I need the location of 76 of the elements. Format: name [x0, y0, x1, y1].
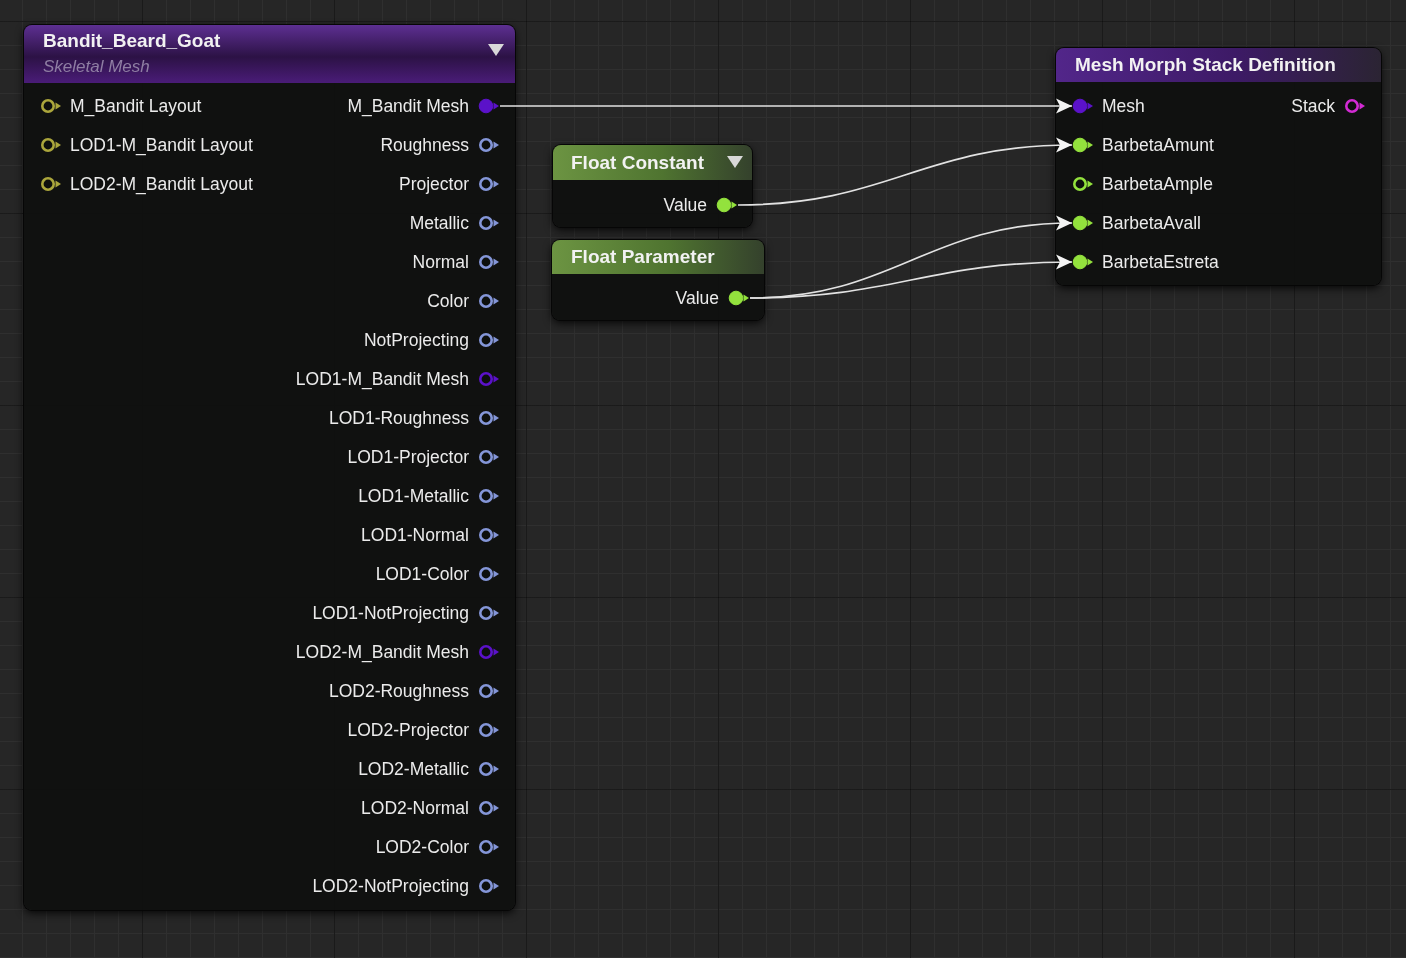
pin-label: NotProjecting — [363, 330, 469, 350]
pin-icon — [478, 332, 500, 348]
pin-label: LOD1-NotProjecting — [312, 603, 469, 623]
pin-label: LOD2-M_Bandit Layout — [70, 174, 253, 194]
pin-label: Value — [663, 195, 707, 215]
pin-icon — [1072, 137, 1094, 153]
pin-label: LOD1-Color — [375, 564, 469, 584]
pin-label: BarbetaAmple — [1102, 174, 1213, 194]
pin-label: LOD2-Metallic — [358, 759, 469, 779]
pin-label: Normal — [412, 252, 469, 272]
pin-icon — [478, 488, 500, 504]
pin-icon — [478, 800, 500, 816]
pin-label: LOD2-Roughness — [328, 681, 469, 701]
node-title: Float Parameter — [571, 246, 715, 268]
pin-icon — [40, 137, 62, 153]
pin-icon — [478, 176, 500, 192]
pin-icon — [478, 839, 500, 855]
pin-icon — [478, 683, 500, 699]
pin-icon — [478, 215, 500, 231]
pin-icon — [478, 644, 500, 660]
pin-label: LOD2-Color — [375, 837, 469, 857]
pin-label: LOD1-M_Bandit Mesh — [295, 369, 469, 389]
pin-label: Color — [427, 291, 469, 311]
pin-icon — [478, 449, 500, 465]
pin-label: M_Bandit Mesh — [347, 96, 469, 116]
pin-icon — [478, 98, 500, 114]
pin-icon — [1344, 98, 1366, 114]
pin-label: LOD1-Normal — [361, 525, 469, 545]
pin-icon — [728, 290, 750, 306]
node-card — [1056, 48, 1381, 285]
pin-icon — [478, 254, 500, 270]
pin-label: LOD1-Metallic — [358, 486, 469, 506]
pin-label: LOD1-Projector — [347, 447, 469, 467]
pin-icon — [716, 197, 738, 213]
pin-icon — [478, 410, 500, 426]
pin-icon — [478, 722, 500, 738]
pin-icon — [40, 98, 62, 114]
pin-label: M_Bandit Layout — [70, 96, 202, 116]
pin-label: BarbetaAmunt — [1102, 135, 1214, 155]
node-card — [552, 240, 764, 320]
pin-label: BarbetaAvall — [1102, 213, 1201, 233]
node-title: Float Constant — [571, 152, 704, 174]
wire-arrow — [749, 254, 1073, 299]
pin-label: BarbetaEstreta — [1102, 252, 1219, 272]
pin-icon — [1072, 215, 1094, 231]
pin-icon — [478, 566, 500, 582]
pin-label: Value — [675, 288, 719, 308]
pin-icon — [478, 137, 500, 153]
wire-arrow — [737, 138, 1073, 206]
pin-label: LOD2-M_Bandit Mesh — [295, 642, 469, 662]
pin-label: Metallic — [409, 213, 469, 233]
pin-label: LOD1-M_Bandit Layout — [70, 135, 253, 155]
pin-icon — [478, 761, 500, 777]
pin-icon — [478, 878, 500, 894]
pin-label: Roughness — [380, 135, 469, 155]
node-title: Bandit_Beard_Goat — [43, 30, 221, 52]
pin-label: LOD1-Roughness — [328, 408, 469, 428]
node-card — [24, 25, 515, 910]
pin-icon — [40, 176, 62, 192]
pin-label: Projector — [398, 174, 469, 194]
pin-icon — [478, 527, 500, 543]
pin-label: LOD2-NotProjecting — [312, 876, 469, 896]
pin-icon — [1072, 254, 1094, 270]
pin-label: LOD2-Normal — [361, 798, 469, 818]
pin-icon — [478, 605, 500, 621]
node-card — [553, 145, 752, 227]
pin-icon — [478, 293, 500, 309]
node-subtitle: Skeletal Mesh — [43, 57, 150, 77]
pin-icon — [1072, 176, 1094, 192]
wire-arrow — [499, 98, 1073, 114]
pin-icon — [478, 371, 500, 387]
pin-label: LOD2-Projector — [347, 720, 469, 740]
pin-label: Stack — [1291, 96, 1335, 116]
pin-label: Mesh — [1102, 96, 1145, 116]
node-title: Mesh Morph Stack Definition — [1075, 54, 1336, 76]
pin-icon — [1072, 98, 1094, 114]
